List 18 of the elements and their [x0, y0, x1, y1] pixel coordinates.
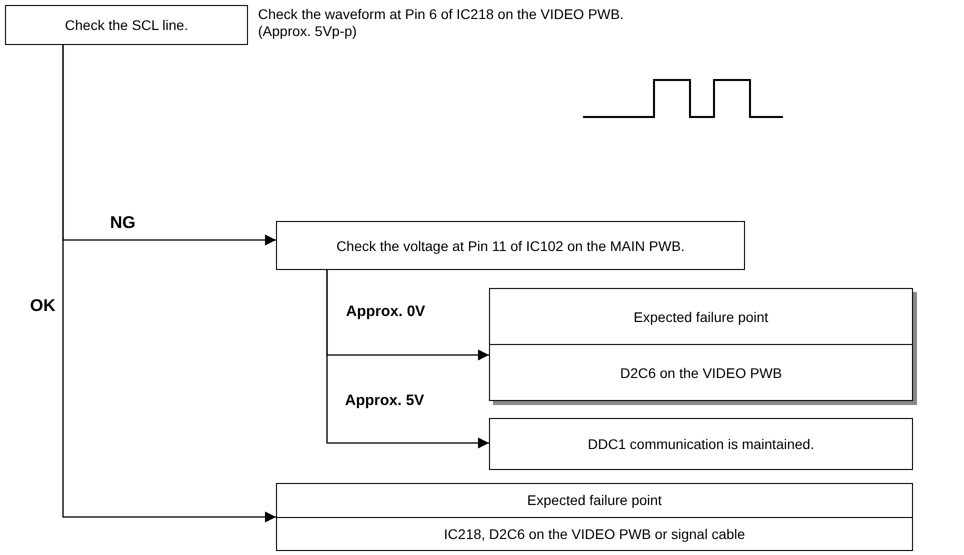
box-heading: Expected failure point: [526, 491, 663, 510]
box-heading: Expected failure point: [632, 308, 770, 327]
result-box: [276, 483, 913, 551]
edge-label: OK: [30, 296, 56, 316]
box-text: Check the SCL line.: [64, 16, 190, 35]
edge-label: NG: [110, 213, 136, 233]
arrow: [326, 270, 489, 448]
box-text: Check the voltage at Pin 11 of IC102 on the MAIN PWB.: [335, 236, 686, 256]
process-box: [5, 5, 248, 45]
process-box: [276, 221, 745, 270]
box-text: DDC1 communication is maintained.: [586, 435, 816, 454]
box-text: D2C6 on the VIDEO PWB: [490, 344, 912, 400]
edge-label: Approx. 5V: [345, 392, 424, 409]
process-box: [489, 418, 913, 470]
edge-label: Approx. 0V: [346, 303, 426, 320]
note-text: Check the waveform at Pin 6 of IC218 on the VIDEO PWB. (Approx. 5Vp-p): [258, 6, 625, 40]
arrow: [62, 45, 276, 522]
box-text: IC218, D2C6 on the VIDEO PWB or signal cable: [277, 516, 912, 550]
